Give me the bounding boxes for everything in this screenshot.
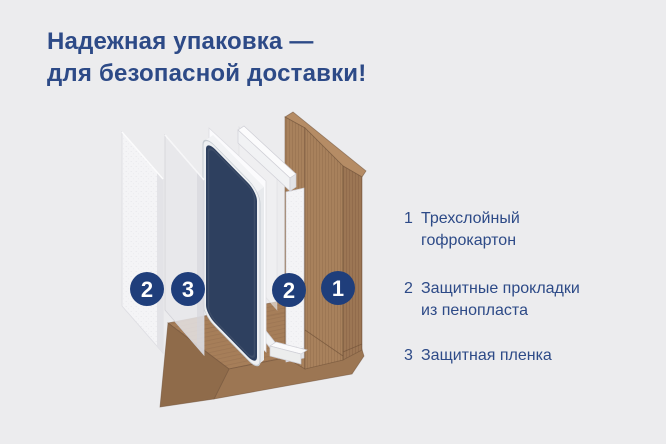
legend-number: 2 [404, 280, 413, 297]
protective-film-sheet [164, 133, 205, 357]
page-title: Надежная упаковка — для безопасной доста… [47, 28, 367, 87]
product-panel-top-edge [206, 135, 264, 192]
badge-number: 1 [332, 276, 344, 301]
badge-number: 2 [283, 278, 295, 303]
legend-item-film: 3 Защитная пленка [404, 345, 552, 367]
badge-cardboard-box: 1 [321, 271, 355, 305]
legend-item-cardboard: 1 Трехслойный гофрокартон [404, 208, 520, 252]
badge-foam-pad: 2 [130, 272, 164, 306]
foam-pad-right-shade [157, 172, 163, 353]
foam-pad-sheet [121, 130, 164, 355]
badge-number: 3 [182, 277, 194, 302]
product-panel [202, 127, 267, 367]
foam-frame [237, 125, 308, 365]
box-panel-front-face [304, 127, 344, 370]
film-right-shade [197, 172, 204, 355]
badge-protective-film: 3 [171, 272, 205, 306]
box-base-front-left-face [159, 322, 230, 408]
legend-item-foam-pads: 2 Защитные прокладки из пенопласта [404, 278, 580, 322]
legend-label: Трехслойный гофрокартон [421, 210, 520, 249]
badge-foam-frame: 2 [272, 273, 306, 307]
legend-label: Защитная пленка [421, 347, 552, 364]
legend-label: Защитные прокладки из пенопласта [421, 280, 580, 319]
legend-number: 1 [404, 210, 413, 227]
foam-frame-right-bar [285, 187, 305, 353]
legend-number: 3 [404, 347, 413, 364]
foam-frame-bottom-foot [269, 345, 302, 365]
layer-badges: 2 3 2 1 [130, 271, 355, 307]
foam-frame-top-bar-endcap [289, 173, 297, 192]
badge-number: 2 [141, 277, 153, 302]
product-panel-face [206, 145, 257, 361]
box-panel-right-face [342, 165, 363, 361]
